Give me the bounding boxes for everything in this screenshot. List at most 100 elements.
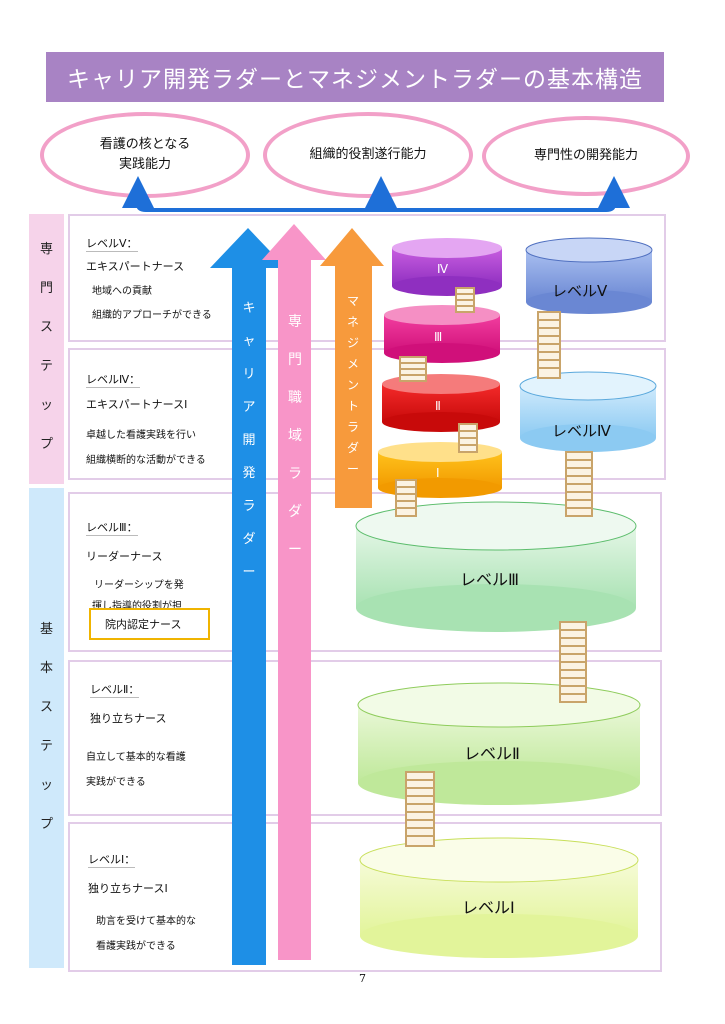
- level-title: レベルⅠ：: [88, 853, 136, 868]
- step-char: 門: [39, 281, 53, 296]
- specialist-step-column: 専 門 ス テ ッ プ: [29, 214, 64, 484]
- arrow-char: 職: [288, 390, 302, 406]
- competency-line: 専門性の開発能力: [533, 148, 638, 163]
- ladder-icon: [458, 423, 478, 453]
- level-desc: 揮し指導的役割が担: [92, 601, 182, 612]
- certification-badge: 院内認定ナース: [89, 608, 210, 640]
- arrow-char: ャ: [242, 334, 256, 349]
- arrow-char: リ: [242, 367, 256, 382]
- level-4-text: レベルⅣ： エキスパートナースⅠ 卓越した看護実践を行い 組織横断的な活動ができ…: [86, 368, 206, 466]
- cylinder-label: レベルⅠ: [462, 898, 515, 917]
- level-desc: 卓越した看護実践を行い: [86, 430, 196, 441]
- competency-specialty-development: 専門性の開発能力: [482, 116, 690, 196]
- level-desc: 地域への貢献: [92, 286, 152, 297]
- ladder-icon: [405, 771, 435, 847]
- level-desc: リーダーシップを発: [94, 580, 184, 591]
- cylinder-label: レベルⅢ: [460, 570, 520, 589]
- ladder-icon: [399, 356, 427, 382]
- arrow-char: 門: [288, 352, 302, 368]
- cylinder-level-5: [525, 237, 653, 314]
- management-tier-4: [392, 238, 502, 296]
- arrow-char: ー: [346, 462, 359, 476]
- basic-step-column: 基 本 ス テ ッ プ: [29, 488, 64, 968]
- arrow-char: ア: [242, 400, 256, 415]
- arrow-char: 域: [288, 428, 302, 444]
- ladder-icon: [395, 479, 417, 517]
- level-role: エキスパートナースⅠ: [86, 398, 188, 411]
- level-role: リーダーナース: [86, 550, 163, 563]
- management-tier-label: Ⅱ: [435, 399, 441, 413]
- management-tier-label: Ⅲ: [434, 330, 443, 344]
- ladder-icon: [537, 311, 561, 379]
- level-desc: 自立して基本的な看護: [86, 752, 186, 763]
- arrow-char: ト: [346, 399, 359, 413]
- step-char: 本: [39, 661, 53, 676]
- level-2-text: レベルⅡ： 独り立ちナース 自立して基本的な看護 実践ができる: [86, 678, 186, 788]
- arrow-char: ダ: [242, 532, 256, 547]
- step-char: 基: [39, 622, 53, 637]
- arrow-char: ー: [242, 565, 256, 580]
- arrow-char: 開: [242, 433, 256, 448]
- level-desc: 助言を受けて基本的な: [96, 916, 196, 927]
- arrow-char: マ: [346, 294, 359, 308]
- level-title: レベルⅡ：: [90, 683, 140, 698]
- management-tier-label: Ⅳ: [437, 262, 449, 276]
- page-title: キャリア開発ラダーとマネジメントラダーの基本構造: [46, 52, 664, 102]
- competency-connector: [122, 176, 630, 212]
- level-desc: 組織横断的な活動ができる: [86, 455, 206, 466]
- arrow-char: 発: [242, 466, 256, 481]
- page-number: 7: [359, 972, 366, 985]
- level-desc: 実践ができる: [86, 777, 146, 788]
- level-3-text: レベルⅢ： リーダーナース リーダーシップを発 揮し指導的役割が担: [86, 516, 184, 612]
- cylinder-label: レベルⅣ: [552, 422, 611, 440]
- arrow-char: ダ: [346, 441, 359, 455]
- step-char: ス: [39, 320, 53, 335]
- level-desc: 組織的アプローチができる: [92, 310, 212, 321]
- level-role: 独り立ちナース: [90, 712, 167, 725]
- ladder-icon: [565, 451, 593, 517]
- step-char: プ: [39, 817, 53, 832]
- step-char: テ: [39, 739, 53, 754]
- arrow-char: キ: [242, 301, 256, 316]
- arrow-char: ラ: [242, 499, 256, 514]
- level-desc: 看護実践ができる: [96, 941, 176, 952]
- level-role: エキスパートナース: [86, 260, 185, 273]
- step-char: 専: [39, 242, 53, 257]
- step-char: ス: [39, 700, 53, 715]
- specialty-ladder-label: 専 門 職 域 ラ ダ ー: [284, 302, 306, 568]
- level-role: 独り立ちナースⅠ: [88, 882, 168, 895]
- step-char: ッ: [39, 398, 53, 413]
- arrow-char: メ: [346, 357, 359, 371]
- level-title: レベルⅢ：: [86, 521, 138, 536]
- career-ladder-arrow: [210, 228, 286, 965]
- level-title: レベルⅤ：: [86, 237, 138, 252]
- arrow-char: ジ: [346, 336, 359, 350]
- level-title: レベルⅣ：: [86, 373, 141, 388]
- step-char: ッ: [39, 778, 53, 793]
- specialty-ladder-arrow: [262, 224, 326, 960]
- management-ladder-label: マ ネ ジ メ ン ト ラ ダ ー: [342, 290, 364, 479]
- cylinder-level-1: [359, 837, 639, 958]
- arrow-char: 専: [288, 314, 302, 330]
- management-ladder-arrow: [320, 228, 384, 508]
- cylinder-label: レベルⅤ: [552, 282, 608, 300]
- ladder-icon: [455, 287, 475, 313]
- arrow-char: ネ: [346, 315, 359, 329]
- arrow-char: ラ: [288, 466, 302, 482]
- step-char: プ: [39, 437, 53, 452]
- management-tier-label: Ⅰ: [436, 466, 440, 480]
- competency-line: 看護の核となる: [99, 137, 191, 152]
- arrow-char: ラ: [346, 420, 359, 434]
- arrow-char: ン: [346, 378, 359, 392]
- career-ladder-label: キ ャ リ ア 開 発 ラ ダ ー: [238, 290, 260, 587]
- competency-line: 組織的役割遂行能力: [309, 147, 427, 162]
- arrow-char: ダ: [288, 504, 302, 520]
- ladder-icon: [559, 621, 587, 703]
- level-1-text: レベルⅠ： 独り立ちナースⅠ 助言を受けて基本的な 看護実践ができる: [88, 848, 196, 952]
- cylinder-level-4: [519, 371, 657, 452]
- competency-line: 実践能力: [118, 157, 171, 172]
- cylinder-label: レベルⅡ: [464, 744, 520, 763]
- step-char: テ: [39, 359, 53, 374]
- level-5-text: レベルⅤ： エキスパートナース 地域への貢献 組織的アプローチができる: [86, 232, 212, 321]
